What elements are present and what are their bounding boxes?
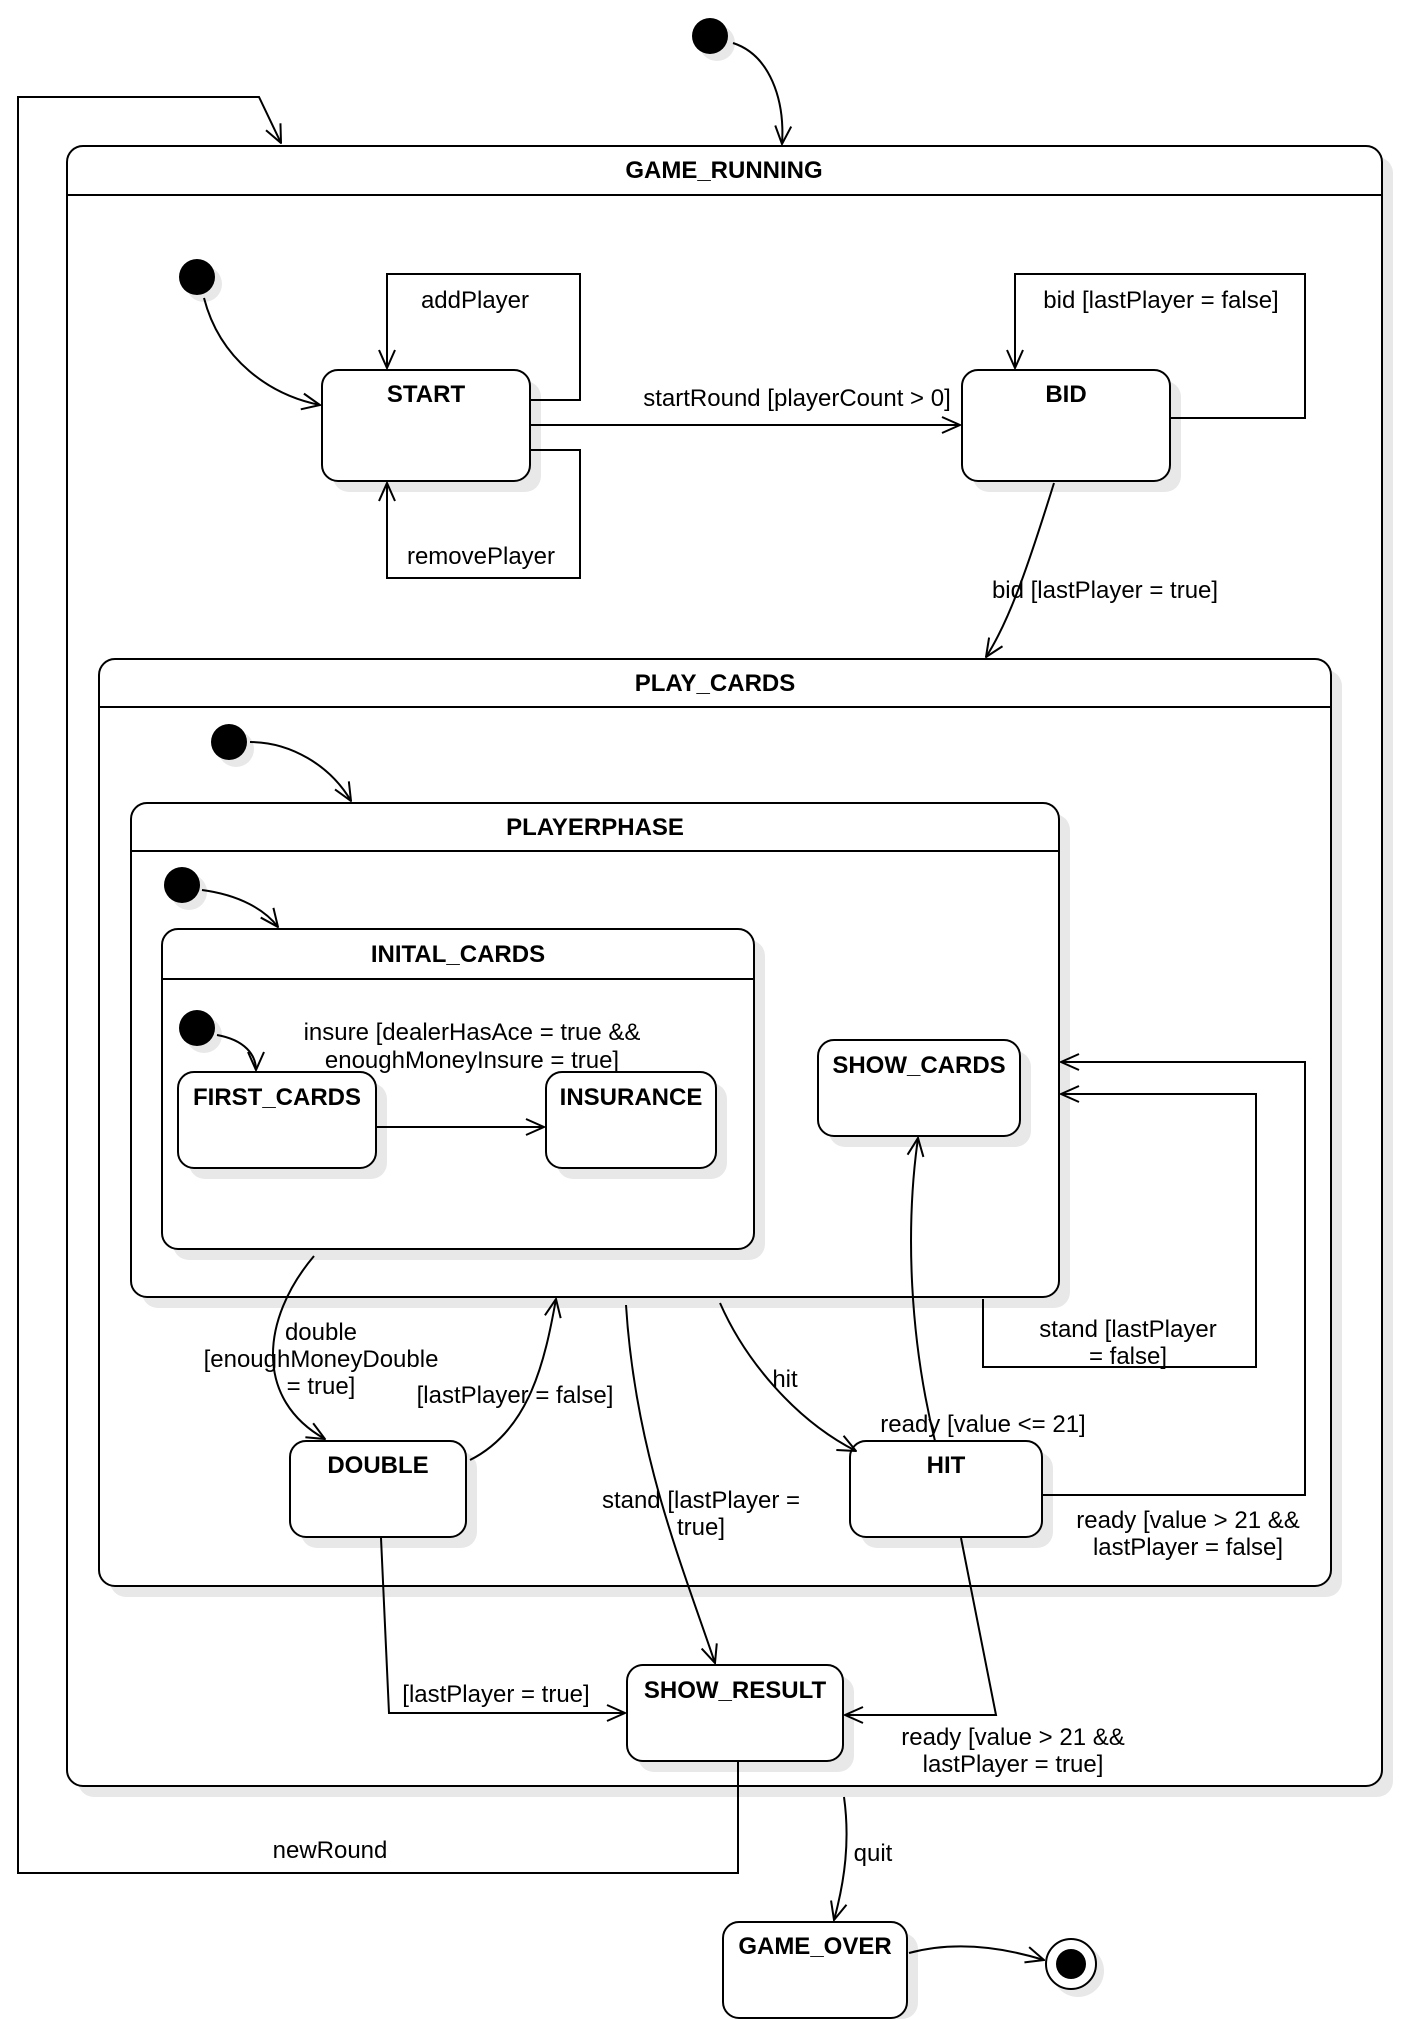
state-playerphase-title: PLAYERPHASE (506, 814, 684, 841)
state-bid-title: BID (1045, 381, 1086, 408)
initial-node-inital-cards (179, 1010, 222, 1053)
state-show-cards-title: SHOW_CARDS (832, 1052, 1005, 1079)
state-show-cards[interactable]: SHOW_CARDS (817, 1039, 1031, 1147)
transition-remove-player[interactable] (387, 449, 581, 579)
state-show-result-title: SHOW_RESULT (644, 1677, 827, 1704)
label-stand-last-line1: stand [lastPlayer = (602, 1487, 800, 1514)
state-inital-cards-title: INITAL_CARDS (371, 941, 545, 968)
state-game-over-title: GAME_OVER (738, 1933, 891, 1960)
state-bid[interactable]: BID (961, 369, 1181, 492)
transition-double[interactable] (272, 1255, 325, 1439)
initial-node-play-cards (211, 724, 254, 767)
state-hit[interactable]: HIT (849, 1440, 1053, 1548)
transition-initial-first-cards[interactable] (216, 1034, 256, 1070)
label-add-player: addPlayer (421, 287, 529, 314)
initial-node-playerphase (164, 867, 207, 910)
state-first-cards-title: FIRST_CARDS (193, 1084, 361, 1111)
transition-double-last[interactable] (380, 1537, 625, 1713)
transition-stand-not-last[interactable] (982, 1094, 1257, 1368)
transition-final[interactable] (908, 1945, 1044, 1960)
label-double-last: [lastPlayer = true] (402, 1681, 589, 1708)
label-bid-not-last: bid [lastPlayer = false] (1043, 287, 1278, 314)
transition-new-round[interactable] (17, 96, 739, 1874)
label-stand-not-last-line1: stand [lastPlayer (1039, 1316, 1216, 1343)
state-game-over[interactable]: GAME_OVER (722, 1921, 918, 2019)
transition-hit[interactable] (719, 1302, 856, 1451)
label-start-round: startRound [playerCount > 0] (643, 385, 951, 412)
state-first-cards[interactable]: FIRST_CARDS (177, 1071, 387, 1179)
transition-ready-bust-not-last[interactable] (1043, 1062, 1306, 1496)
transition-initial-inital-cards[interactable] (201, 889, 278, 927)
state-show-result[interactable]: SHOW_RESULT (626, 1664, 854, 1772)
label-double-back: [lastPlayer = false] (417, 1382, 614, 1409)
state-play-cards-title: PLAY_CARDS (635, 670, 796, 697)
transition-initial-playerphase[interactable] (249, 741, 351, 801)
transition-add-player[interactable] (387, 273, 581, 401)
transition-double-back[interactable] (469, 1299, 556, 1461)
label-double-line1: double (285, 1319, 357, 1346)
label-ready-bust-not-last-line2: lastPlayer = false] (1093, 1534, 1283, 1561)
state-hit-title: HIT (927, 1452, 966, 1479)
label-quit: quit (854, 1840, 893, 1867)
transition-quit[interactable] (834, 1796, 848, 1920)
label-double-line2: [enoughMoneyDouble (204, 1346, 439, 1373)
initial-node-top (692, 18, 735, 61)
initial-node-game-running (179, 259, 222, 302)
final-node (1045, 1938, 1104, 1997)
state-start[interactable]: START (321, 369, 541, 492)
transition-stand-last[interactable] (625, 1304, 715, 1663)
label-new-round: newRound (273, 1837, 388, 1864)
state-insurance-title: INSURANCE (560, 1084, 703, 1111)
label-hit: hit (772, 1366, 798, 1393)
label-stand-not-last-line2: = false] (1089, 1343, 1167, 1370)
label-insure-line2: enoughMoneyInsure = true] (325, 1047, 619, 1074)
state-insurance[interactable]: INSURANCE (545, 1071, 727, 1179)
transition-ready-bust-last[interactable] (845, 1537, 998, 1715)
transition-initial-game-running[interactable] (732, 42, 782, 144)
label-double-line3: = true] (287, 1373, 356, 1400)
label-insure-line1: insure [dealerHasAce = true && (304, 1019, 641, 1046)
state-start-title: START (387, 381, 466, 408)
label-ready-bust-last-line2: lastPlayer = true] (923, 1751, 1104, 1778)
label-ready-bust-not-last-line1: ready [value > 21 && (1076, 1507, 1299, 1534)
label-stand-last-line2: true] (677, 1514, 725, 1541)
transition-bid-not-last[interactable] (1015, 273, 1306, 419)
transition-bid-last[interactable] (986, 482, 1055, 657)
state-game-running-title: GAME_RUNNING (625, 157, 822, 184)
label-remove-player: removePlayer (407, 543, 555, 570)
state-double-title: DOUBLE (327, 1452, 428, 1479)
label-ready-bust-last-line1: ready [value > 21 && (901, 1724, 1124, 1751)
transition-initial-start[interactable] (203, 297, 320, 405)
label-bid-last: bid [lastPlayer = true] (992, 577, 1218, 604)
state-double[interactable]: DOUBLE (289, 1440, 477, 1548)
label-ready-ok: ready [value <= 21] (880, 1411, 1085, 1438)
transition-ready-ok[interactable] (911, 1138, 936, 1442)
